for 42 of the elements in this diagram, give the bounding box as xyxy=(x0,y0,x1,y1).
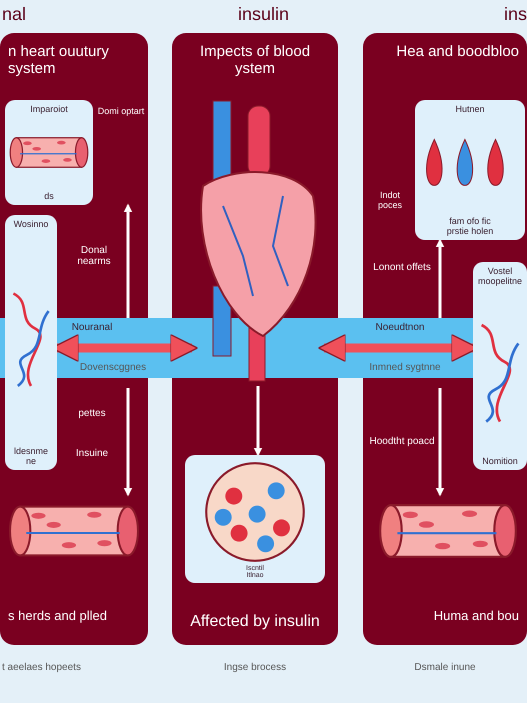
panel xyxy=(172,33,338,645)
panel-caption: s herds and plled xyxy=(8,608,108,623)
note-text: pettes xyxy=(77,408,107,419)
panel-heading: Hea and boodbloo xyxy=(395,43,519,60)
card-text: Vostel moopelitne xyxy=(477,266,523,286)
note-text: Dovenscggnes xyxy=(78,362,148,373)
info-card xyxy=(5,215,57,470)
arrow xyxy=(123,388,133,498)
panel-heading: n heart ouutury system xyxy=(8,43,110,77)
note-text: Insuine xyxy=(74,448,110,459)
title: insulin xyxy=(236,4,290,25)
info-card xyxy=(185,455,325,583)
panel-caption: Huma and bou xyxy=(432,608,519,623)
arrow xyxy=(435,388,445,498)
note-text: Indot poces xyxy=(376,190,404,210)
panel-heading: Impects of blood ystem xyxy=(198,43,312,77)
card-text: fam ofo fic xyxy=(449,216,491,226)
arrow xyxy=(253,386,263,458)
card-text: Hutnen xyxy=(455,104,485,114)
card-text: ne xyxy=(26,456,36,466)
heading-text: ins xyxy=(502,4,527,25)
card-text: Wosinno xyxy=(14,219,48,229)
card-text: ldesnme xyxy=(14,446,48,456)
card-text: ds xyxy=(44,191,54,201)
info-card xyxy=(5,100,93,205)
note-text: t aeelaes hopeets xyxy=(2,662,82,673)
note-text: Inmned sygtnne xyxy=(368,362,442,373)
arrow xyxy=(123,202,133,318)
card-text: Imparoiot xyxy=(30,104,68,114)
note-text: Domi optart xyxy=(96,106,146,116)
note-text: Ingse brocess xyxy=(222,662,288,673)
heading-text: nal xyxy=(2,4,28,25)
panel-caption: Affected by insulin xyxy=(189,613,321,631)
note-text: Hoodtht poacd xyxy=(368,436,436,447)
card-text: Nomition xyxy=(482,456,518,466)
panel xyxy=(363,33,527,645)
info-card xyxy=(415,100,525,240)
arrow xyxy=(435,238,445,318)
info-card xyxy=(473,262,527,470)
note-text: Dsmale inune xyxy=(413,662,477,673)
panel xyxy=(0,33,148,645)
card-text: prstie holen xyxy=(446,226,494,236)
